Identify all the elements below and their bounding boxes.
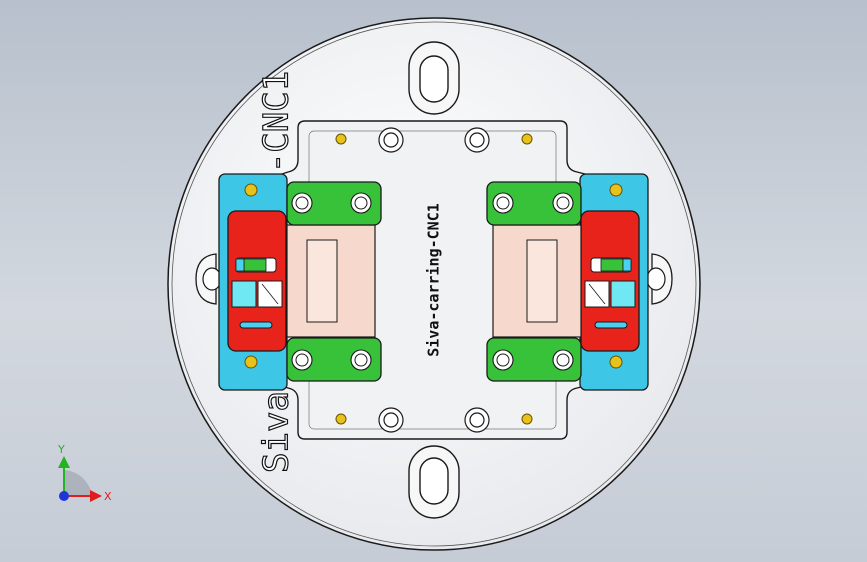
coordinate-triad: Y X: [57, 443, 112, 503]
green-bar-top-left: [286, 181, 382, 226]
rim-engraving-left: Siva: [257, 391, 297, 473]
x-axis-arrow-icon: [90, 490, 102, 502]
green-bars: [286, 181, 582, 382]
block-screws: [378, 127, 490, 433]
y-axis-label: Y: [57, 443, 65, 456]
green-bar-bottom-left: [286, 337, 382, 382]
right-salmon-pad: [492, 224, 582, 338]
top-slot: [408, 41, 460, 115]
x-axis-label: X: [104, 490, 112, 503]
right-clamp-assembly: [579, 173, 649, 391]
rim-engraving-right: -CNC1: [257, 71, 297, 173]
left-mount-lug: [195, 253, 222, 305]
center-engraving: Siva-carring-CNC1: [425, 203, 443, 357]
green-bar-top-right: [486, 181, 582, 226]
bottom-slot: [408, 445, 460, 519]
left-red-clamp: [227, 210, 287, 352]
base-plate-chamfer: [171, 21, 697, 547]
left-clamp-assembly: [218, 173, 288, 391]
locating-pins: [335, 133, 533, 425]
left-salmon-pad: [286, 224, 376, 338]
right-mount-lug: [646, 253, 673, 305]
y-axis-arrow-icon: [58, 456, 70, 468]
green-bar-bottom-right: [486, 337, 582, 382]
z-axis-dot-icon: [59, 491, 69, 501]
